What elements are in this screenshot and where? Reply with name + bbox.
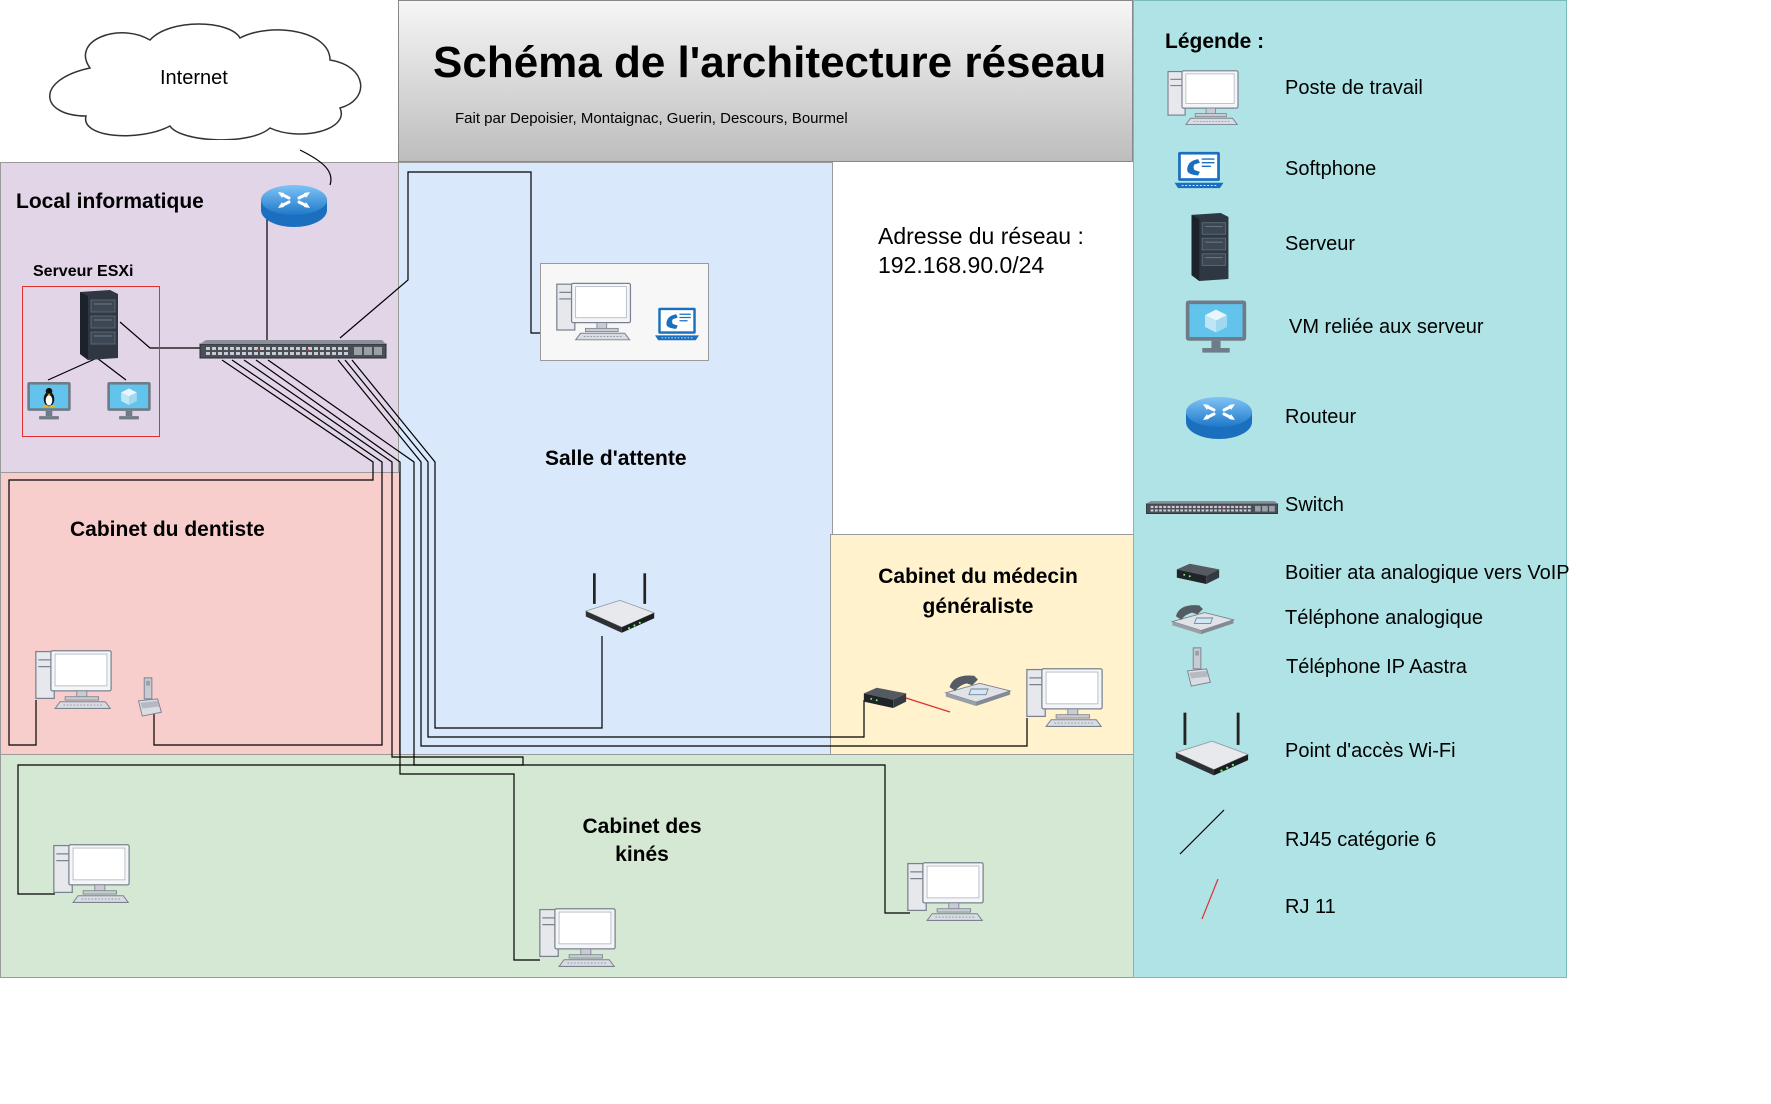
esxi-server-icon [76,288,120,360]
legend-wifi-access-point-icon [1174,710,1250,778]
room-label-local-informatique: Local informatique [16,190,204,213]
doctor-ata-box-icon [862,684,908,710]
room-cabinet-medecin [830,534,1135,756]
legend-vm-icon [1184,298,1248,356]
switch-waiting-pc-link [339,171,560,339]
kine-middle-pc-icon [539,906,631,970]
legend-label-rj45: RJ45 catégorie 6 [1285,829,1437,851]
legend-rj45-line-icon [1179,809,1225,855]
room-label-cabinet-medecin: Cabinet du médecin généraliste [878,565,1078,618]
server-vm-link [96,357,127,381]
switch-kine-left-link [17,359,524,895]
vm-icon [106,380,152,422]
room-label-cabinet-kines: Cabinet des kinés [582,815,702,866]
switch-kine-middle-link [255,359,540,961]
doctor-pc-icon [1026,666,1118,730]
legend-title: Légende : [1165,30,1265,53]
dentist-pc-icon [35,648,127,712]
room-cabinet-dentiste [0,472,400,756]
legend-label-server: Serveur [1285,233,1356,255]
switch-dentist-pc-link [8,359,374,746]
legend-workstation-icon [1164,70,1256,126]
switch-wifi-link [351,359,603,729]
switch-ata-link [344,359,865,738]
internet-link [299,149,332,186]
legend-label-softphone: Softphone [1285,158,1377,180]
switch-dentist-phone-link [153,359,383,746]
legend-label-router: Routeur [1285,406,1357,428]
room-salle-attente [398,162,833,756]
internet-label: Internet [160,67,228,89]
switch-icon [198,338,388,362]
server-vm-linux-link [47,357,98,381]
router-icon [259,182,329,230]
esxi-label: Serveur ESXi [33,263,134,280]
title-box [398,0,1133,162]
kine-left-pc-icon [53,842,145,906]
legend-server-icon [1187,211,1231,281]
legend-label-rj11: RJ 11 [1285,896,1336,918]
cabling-layer [8,149,1028,961]
legend-label-wifi-access-point: Point d'accès Wi-Fi [1285,740,1456,762]
network-address-label: Adresse du réseau : [878,223,1084,249]
network-address-value: 192.168.90.0/24 [878,252,1045,278]
dentist-ip-phone-icon [134,676,164,718]
switch-doctor-pc-link [337,359,1028,747]
legend-label-analog-phone: Téléphone analogique [1285,607,1483,629]
wifi-access-point-icon [584,570,656,636]
legend-ata-box-icon [1175,560,1221,586]
doctor-analog-phone-icon [942,670,1012,708]
legend-label-workstation: Poste de travail [1285,77,1423,99]
esxi-host-box [22,286,160,437]
legend-rj11-line-icon [1201,878,1219,920]
kine-right-pc-icon [907,860,999,924]
legend-label-switch: Switch [1285,494,1344,516]
legend-router-icon [1184,394,1254,442]
legend-label-vm: VM reliée aux serveur [1289,316,1484,338]
legend-label-ip-phone: Téléphone IP Aastra [1286,656,1467,678]
waiting-room-softphone-icon [655,306,699,342]
room-label-salle-attente: Salle d'attente [545,447,687,470]
linux-vm-icon [26,380,72,422]
room-label-cabinet-dentiste: Cabinet du dentiste [70,518,265,541]
legend-softphone-icon [1174,150,1224,190]
legend-label-ata-box: Boitier ata analogique vers VoIP [1285,562,1570,584]
rj11-link [905,697,951,713]
switch-kine-right-link [267,359,910,914]
legend-switch-icon [1145,498,1279,518]
server-switch-link [119,321,200,349]
legend-ip-phone-icon [1183,646,1213,688]
legend-analog-phone-icon [1167,600,1237,636]
waiting-room-pc-icon [556,281,646,343]
authors-text: Fait par Depoisier, Montaignac, Guerin, … [455,110,848,127]
page-title: Schéma de l'architecture réseau [433,38,1107,87]
